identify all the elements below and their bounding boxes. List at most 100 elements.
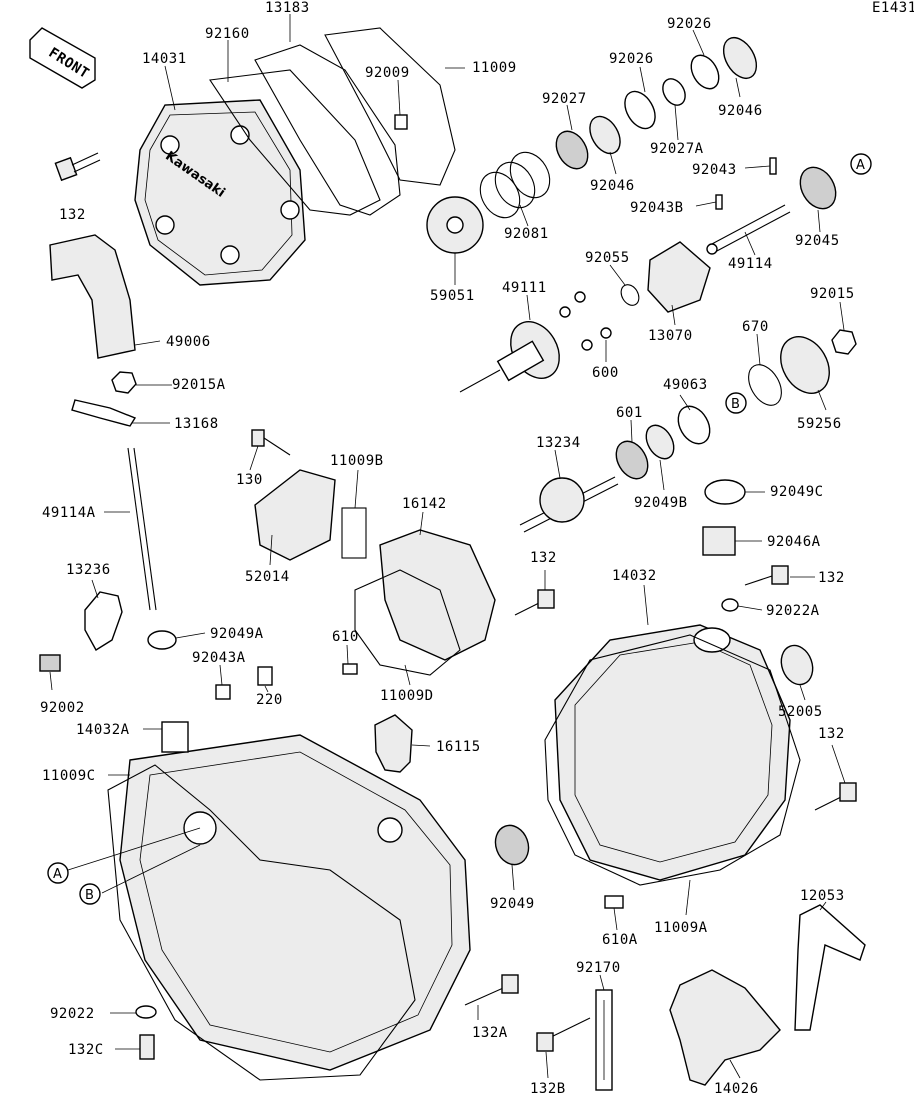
part-label: 600 bbox=[592, 365, 619, 381]
nut-92015a-drawing bbox=[111, 371, 137, 394]
bolt-132b-drawing bbox=[536, 1017, 591, 1052]
part-label: 92081 bbox=[504, 226, 549, 242]
callout-b-bottom-text: B bbox=[85, 888, 94, 903]
part-label: 610 bbox=[332, 629, 359, 645]
washer-92027-drawing bbox=[555, 130, 589, 170]
part-label: 92022A bbox=[766, 603, 820, 619]
gasket-11009-drawing bbox=[324, 27, 456, 186]
balls-600-drawing bbox=[559, 291, 612, 351]
guard-14026-drawing bbox=[669, 969, 781, 1086]
nut-92015-drawing bbox=[831, 329, 857, 355]
bolt-132c-drawing bbox=[139, 1034, 155, 1060]
part-label: 601 bbox=[616, 405, 643, 421]
seal-92049-drawing bbox=[494, 824, 530, 866]
part-label: 670 bbox=[742, 319, 769, 335]
part-label: 49114A bbox=[42, 505, 96, 521]
part-label: 16115 bbox=[436, 739, 481, 755]
dowel-610a-drawing bbox=[604, 895, 624, 909]
bushing-49063-drawing bbox=[677, 405, 711, 445]
part-label: 132 bbox=[818, 570, 845, 586]
pin-92043b-drawing bbox=[715, 194, 723, 210]
outer-cover-14032-drawing bbox=[554, 624, 791, 881]
part-label: 92055 bbox=[585, 250, 630, 266]
part-label: 92015A bbox=[172, 377, 226, 393]
callout-a-top: A bbox=[850, 153, 872, 175]
callout-a-bottom-text: A bbox=[53, 867, 62, 882]
screw-92009-drawing bbox=[394, 114, 408, 130]
part-label: 13168 bbox=[174, 416, 219, 432]
washer-92022a-drawing bbox=[721, 598, 739, 612]
part-label: 11009A bbox=[654, 920, 708, 936]
screw-220-drawing bbox=[257, 666, 273, 686]
washer-92027a-drawing bbox=[662, 78, 686, 106]
hose-49006-drawing bbox=[49, 234, 136, 359]
gasket-11009d-drawing bbox=[354, 569, 461, 676]
callout-b-mid-text: B bbox=[731, 397, 740, 412]
fitting-52014-drawing bbox=[254, 469, 336, 561]
bolt-130-drawing bbox=[251, 429, 291, 456]
part-label: 52014 bbox=[245, 569, 290, 585]
washer-92026-b-drawing bbox=[624, 90, 656, 130]
impeller-13070-drawing bbox=[647, 241, 711, 313]
part-label: 132 bbox=[530, 550, 557, 566]
oring-670-drawing bbox=[748, 364, 782, 406]
part-label: 610A bbox=[602, 932, 638, 948]
part-label: 92027A bbox=[650, 141, 704, 157]
part-label: 49114 bbox=[728, 256, 773, 272]
part-label: 92049C bbox=[770, 484, 824, 500]
part-label: 220 bbox=[256, 692, 283, 708]
seal-92049a-drawing bbox=[147, 630, 177, 650]
part-label: 92002 bbox=[40, 700, 85, 716]
pump-housing-16142-drawing bbox=[379, 529, 496, 661]
part-label: 92049 bbox=[490, 896, 535, 912]
plug-92002-drawing bbox=[39, 654, 61, 672]
seal-92049c-drawing bbox=[704, 479, 746, 505]
strap-92170-drawing bbox=[595, 989, 613, 1091]
bearing-92045-drawing bbox=[799, 166, 837, 210]
washer-92046-top-drawing bbox=[722, 37, 758, 79]
gear-59051-drawing bbox=[426, 196, 484, 254]
bolt-132-mid-right-drawing bbox=[814, 782, 857, 811]
spring-92081-drawing bbox=[479, 151, 551, 219]
gear-shaft-13234-drawing bbox=[519, 476, 619, 533]
part-label: 16142 bbox=[402, 496, 447, 512]
part-label: 13234 bbox=[536, 435, 581, 451]
part-label: 12053 bbox=[800, 888, 845, 904]
part-label: 92046A bbox=[767, 534, 821, 550]
shaft-49114a-drawing bbox=[127, 447, 157, 611]
part-label: 92022 bbox=[50, 1006, 95, 1022]
pin-92043a-drawing bbox=[215, 684, 231, 700]
part-label: 132 bbox=[818, 726, 845, 742]
front-arrow-icon: FRONT bbox=[29, 27, 96, 89]
bolt-132-upper-right-drawing bbox=[744, 565, 789, 586]
part-label: 11009B bbox=[330, 453, 384, 469]
part-label: 13070 bbox=[648, 328, 693, 344]
part-59256-drawing bbox=[780, 336, 830, 394]
part-number-labels: 13183 14031 92160 92009 11009 92026 9202… bbox=[40, 0, 854, 1097]
bearing-92046a-drawing bbox=[702, 526, 736, 556]
gasket-11009b-drawing bbox=[341, 507, 367, 559]
part-label: 132A bbox=[472, 1025, 508, 1041]
part-label: 92046 bbox=[718, 103, 763, 119]
part-label: 49063 bbox=[663, 377, 708, 393]
part-label: 92043A bbox=[192, 650, 246, 666]
bolt-132-drawing bbox=[54, 152, 101, 182]
dowel-610-drawing bbox=[342, 663, 358, 675]
part-label: 14032 bbox=[612, 568, 657, 584]
bolt-132-pump-drawing bbox=[514, 589, 555, 616]
bracket-13236-drawing bbox=[84, 591, 123, 651]
part-label: 92170 bbox=[576, 960, 621, 976]
part-label: 52005 bbox=[778, 704, 823, 720]
washer-92022-drawing bbox=[135, 1005, 157, 1019]
part-label: 92043B bbox=[630, 200, 684, 216]
gasket-11009a-drawing bbox=[544, 634, 801, 886]
ring-92055-drawing bbox=[620, 284, 640, 306]
part-label: 130 bbox=[236, 472, 263, 488]
shaft-49114-drawing bbox=[706, 204, 791, 255]
washer-92026-a-drawing bbox=[690, 54, 720, 90]
part-label: 13236 bbox=[66, 562, 111, 578]
cap-16115-drawing bbox=[374, 714, 413, 773]
part-label: 92046 bbox=[590, 178, 635, 194]
